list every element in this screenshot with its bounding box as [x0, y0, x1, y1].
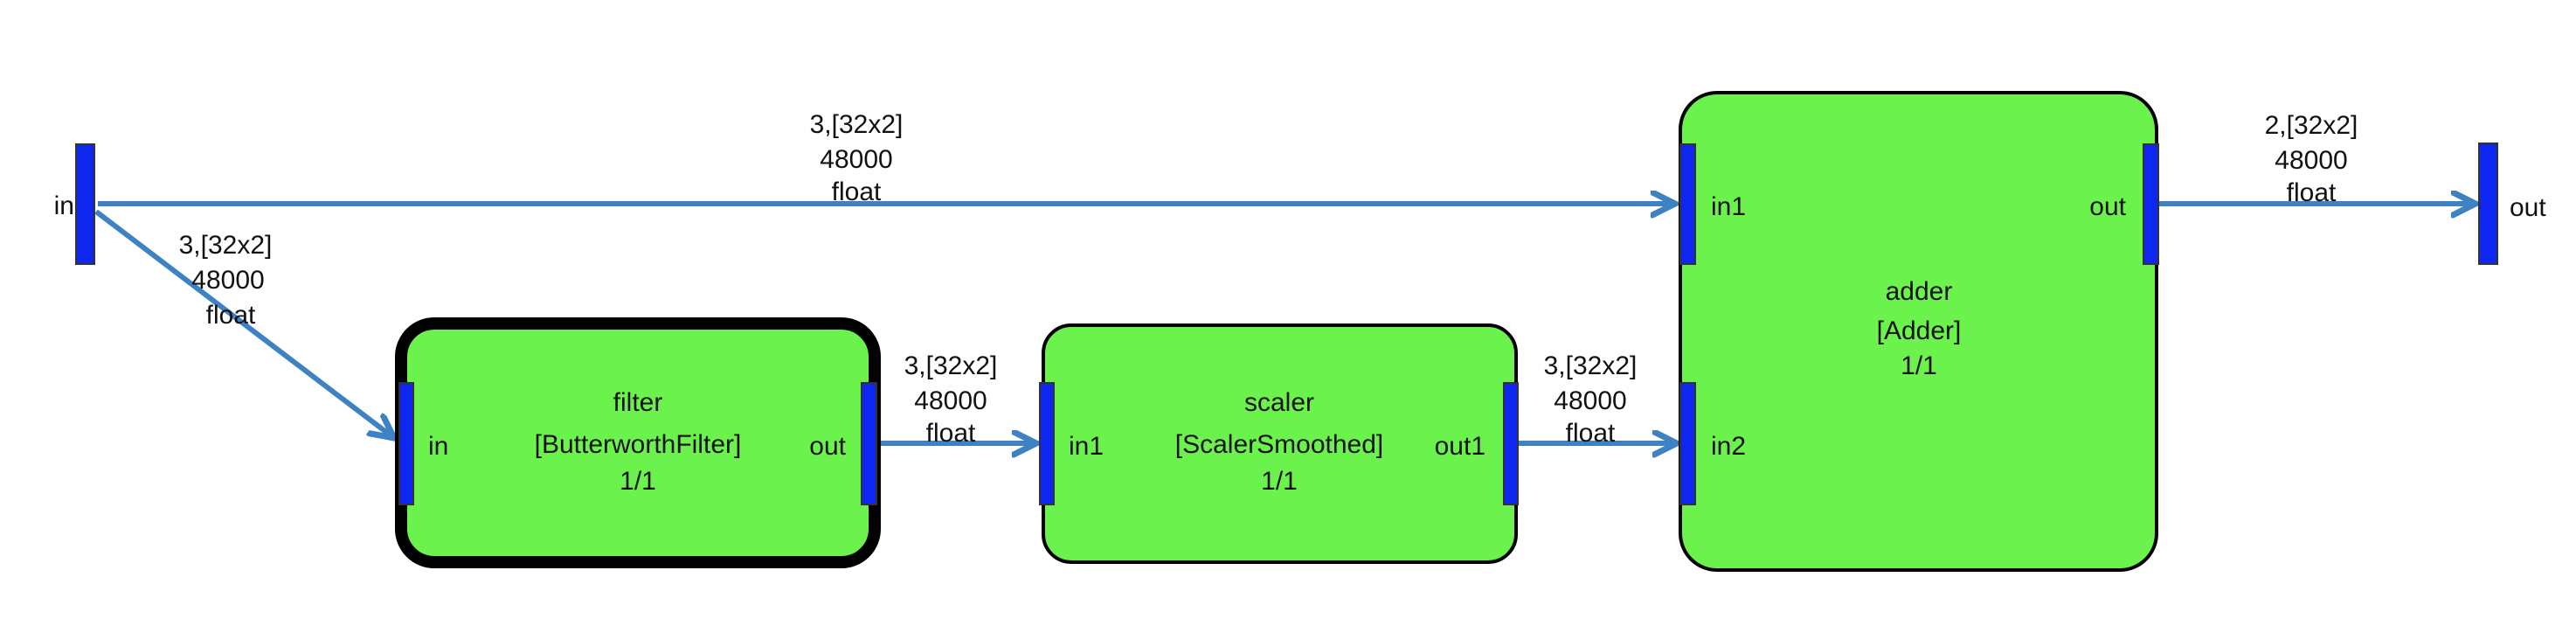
port-scaler-out1[interactable]: out1	[1435, 382, 1519, 505]
block-adder-body[interactable]	[1679, 91, 2158, 572]
external-port-in[interactable]: in	[54, 143, 95, 265]
edge-label-line: float	[206, 301, 256, 330]
port-filter-in-label: in	[428, 432, 448, 461]
port-adder-out-label: out	[2089, 192, 2126, 221]
port-adder-out[interactable]: out	[2089, 143, 2159, 265]
port-scaler-in1-label: in1	[1069, 432, 1104, 461]
external-port-out[interactable]: out	[2478, 143, 2546, 265]
port-scaler-in1[interactable]: in1	[1039, 382, 1104, 505]
block-filter[interactable]: filter [ButterworthFilter] 1/1 in out	[395, 317, 881, 568]
port-filter-out[interactable]: out	[809, 382, 877, 505]
edge-label-line: 3,[32x2]	[810, 110, 904, 139]
block-type-label: [ScalerSmoothed]	[1175, 430, 1383, 459]
edge-label-line: float	[832, 177, 882, 206]
edge-label-line: float	[1566, 419, 1616, 448]
port-adder-in2-label: in2	[1711, 432, 1746, 461]
port-scaler-in1-bar[interactable]	[1039, 382, 1055, 505]
edge-in-to-filter-in: 3,[32x2] 48000 float	[94, 209, 394, 438]
edge-label-line: 3,[32x2]	[1544, 351, 1638, 380]
port-filter-in-bar[interactable]	[398, 382, 414, 505]
edge-in-to-adder-in1: 3,[32x2] 48000 float	[98, 110, 1675, 206]
edge-label-line: 3,[32x2]	[904, 351, 998, 380]
external-port-in-label: in	[54, 191, 74, 220]
block-type-label: [Adder]	[1877, 316, 1962, 345]
port-adder-in1-label: in1	[1711, 192, 1746, 221]
port-adder-in2[interactable]: in2	[1679, 382, 1746, 505]
port-adder-in1-bar[interactable]	[1679, 143, 1696, 265]
external-port-out-label: out	[2510, 193, 2546, 222]
port-scaler-out1-bar[interactable]	[1503, 382, 1519, 505]
edge-label-line: float	[2287, 178, 2337, 207]
edge-label-line: 2,[32x2]	[2265, 111, 2358, 140]
external-port-in-bar[interactable]	[75, 143, 95, 265]
external-port-out-bar[interactable]	[2478, 143, 2498, 265]
edge-label-line: 48000	[191, 266, 264, 295]
edge-line	[94, 209, 394, 438]
edge-filter-out-to-scaler-in1: 3,[32x2] 48000 float	[877, 351, 1036, 448]
port-adder-in1[interactable]: in1	[1679, 143, 1746, 265]
block-name-label: scaler	[1244, 388, 1314, 417]
block-type-label: [ButterworthFilter]	[535, 430, 742, 459]
edge-label-line: float	[926, 419, 976, 448]
port-filter-out-label: out	[809, 432, 846, 461]
edge-label-line: 48000	[820, 145, 892, 174]
edge-label-line: 48000	[914, 386, 987, 415]
port-adder-out-bar[interactable]	[2143, 143, 2159, 265]
block-ratio-label: 1/1	[620, 467, 656, 496]
block-ratio-label: 1/1	[1261, 467, 1298, 496]
edge-adder-out-to-out: 2,[32x2] 48000 float	[2159, 111, 2476, 207]
block-scaler[interactable]: scaler [ScalerSmoothed] 1/1 in1 out1	[1039, 323, 1519, 564]
edge-scaler-out1-to-adder-in2: 3,[32x2] 48000 float	[1519, 351, 1677, 448]
edge-label-line: 48000	[2275, 146, 2347, 175]
edge-label-line: 48000	[1554, 386, 1626, 415]
block-name-label: adder	[1886, 277, 1953, 306]
port-scaler-out1-label: out1	[1435, 432, 1485, 461]
block-ratio-label: 1/1	[1901, 351, 1937, 380]
port-adder-in2-bar[interactable]	[1679, 382, 1696, 505]
block-name-label: filter	[613, 388, 663, 417]
edge-label-line: 3,[32x2]	[179, 231, 273, 260]
port-filter-out-bar[interactable]	[861, 382, 877, 505]
block-adder[interactable]: adder [Adder] 1/1 in1 in2 out	[1679, 91, 2159, 572]
port-filter-in[interactable]: in	[398, 382, 448, 505]
